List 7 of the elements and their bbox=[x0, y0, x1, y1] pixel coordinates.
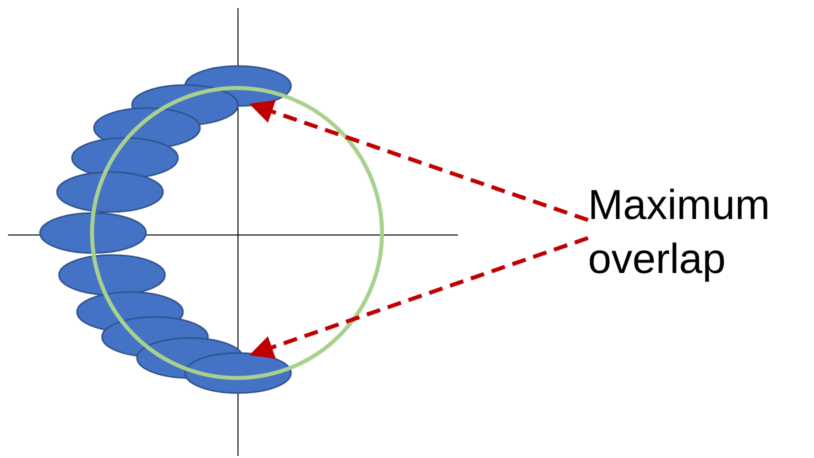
ellipse-shape bbox=[56, 171, 164, 213]
dashed-arrow bbox=[249, 236, 589, 359]
callout-text: Maximum overlap bbox=[588, 180, 772, 284]
dashed-arrow bbox=[249, 100, 589, 222]
ellipse-shape bbox=[39, 212, 147, 254]
ellipse-shape bbox=[58, 254, 166, 296]
ellipse-shape bbox=[184, 352, 292, 394]
